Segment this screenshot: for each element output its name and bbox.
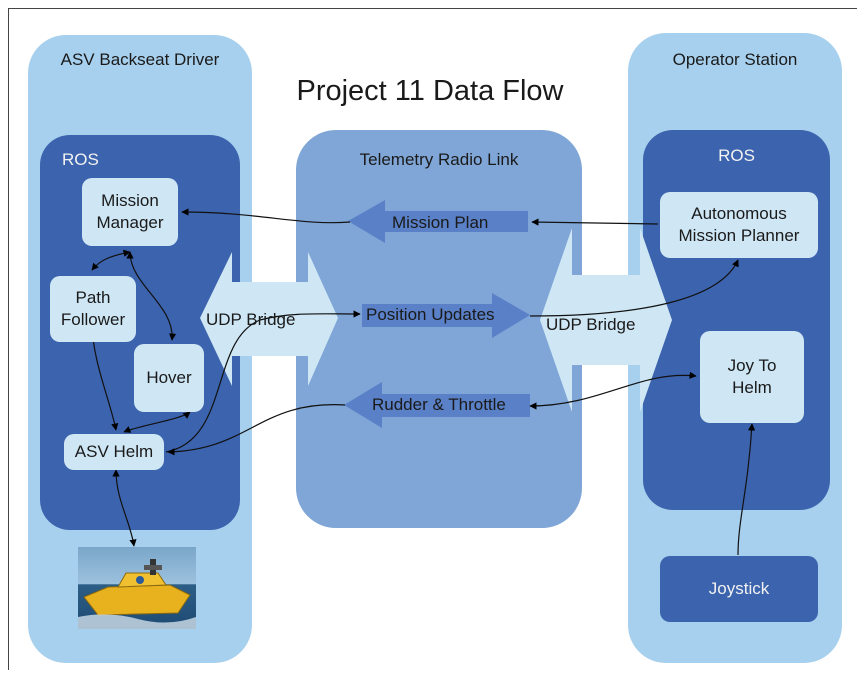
link-manager-hover <box>126 251 177 341</box>
joystick-node: Joystick <box>660 556 818 622</box>
mission-manager-node: Mission Manager <box>82 178 178 246</box>
link-position-to-planner <box>529 259 739 317</box>
link-manager-path <box>91 249 131 271</box>
udp-bridge-right-arrow <box>540 228 672 412</box>
ros-label-right: ROS <box>718 146 755 165</box>
asv-helm-node: ASV Helm <box>64 434 164 470</box>
telemetry-radio-link-panel <box>296 130 582 528</box>
ros-label-left: ROS <box>62 150 99 169</box>
link-plan-to-manager <box>181 208 351 224</box>
hover-node: Hover <box>134 344 204 412</box>
rudder-throttle-label: Rudder & Throttle <box>372 395 506 414</box>
diagram-title: Project 11 Data Flow <box>296 75 564 107</box>
position-updates-label: Position Updates <box>366 305 495 324</box>
middle-panel-title: Telemetry Radio Link <box>359 150 519 169</box>
link-helm-boat <box>112 469 137 547</box>
udp-bridge-left-arrow <box>200 252 338 386</box>
link-planner-to-plan <box>531 218 659 226</box>
rudder-throttle-arrow <box>344 382 530 428</box>
link-joy-to-rudder <box>529 371 697 410</box>
position-updates-arrow <box>362 293 530 338</box>
joy-to-helm-node: Joy To Helm <box>700 331 804 423</box>
udp-bridge-left-label: UDP Bridge <box>206 310 296 329</box>
asv-boat-image <box>78 547 196 629</box>
boat-drawing <box>78 559 196 629</box>
left-panel-title: ASV Backseat Driver <box>60 50 220 69</box>
link-joystick-to-joy <box>737 423 756 556</box>
udp-bridge-right-label: UDP Bridge <box>546 315 636 334</box>
link-hover-helm <box>123 411 191 433</box>
right-panel-title: Operator Station <box>672 50 798 69</box>
autonomous-mission-planner-node: Autonomous Mission Planner <box>660 192 818 258</box>
mission-plan-label: Mission Plan <box>392 213 489 232</box>
link-rudder-to-helm <box>167 404 346 456</box>
path-follower-node: Path Follower <box>50 276 136 342</box>
link-helm-to-position <box>165 310 361 453</box>
mission-plan-arrow <box>348 200 528 243</box>
